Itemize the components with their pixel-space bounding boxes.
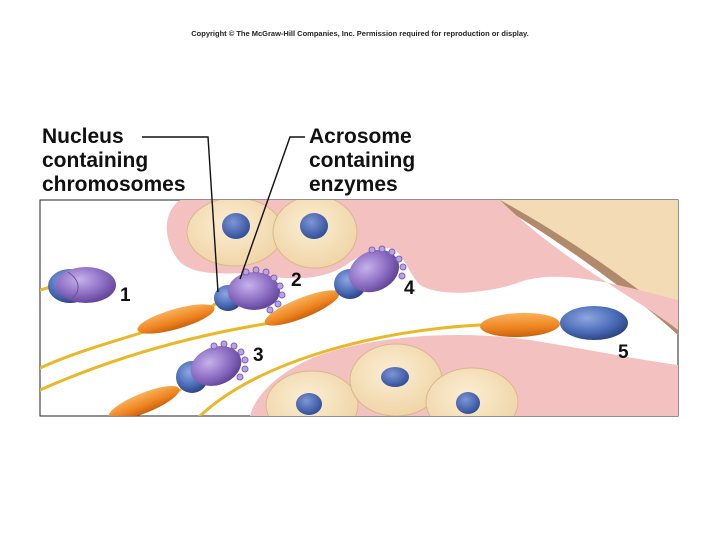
stage-number-1: 1 (120, 285, 131, 306)
nucleus-leader-line (142, 136, 219, 293)
acrosome-label-line: containing (309, 149, 416, 172)
sperm-2-head (214, 266, 286, 314)
sperm-3-head (176, 340, 249, 393)
nucleus-label: Nucleus containing chromosomes (42, 125, 186, 197)
nucleus-label-line: Nucleus (42, 125, 124, 148)
copyright-notice: Copyright © The McGraw-Hill Companies, I… (191, 29, 529, 38)
follicle-cell-nucleus (300, 213, 328, 239)
sperm-1-head (48, 267, 116, 303)
follicle-cell-nucleus (456, 392, 480, 414)
sperm-tail (40, 318, 292, 392)
nucleus-label-line: containing (42, 149, 149, 172)
acrosome-label-line: enzymes (309, 173, 398, 196)
follicle-cell-nucleus (296, 393, 322, 415)
stage-number-5: 5 (618, 342, 629, 363)
nucleus-label-line: chromosomes (42, 173, 186, 196)
sperm-tail (40, 328, 152, 370)
acrosome-label: Acrosome containing enzymes (309, 125, 415, 197)
stage-number-3: 3 (253, 345, 264, 366)
sperm-5-head (560, 306, 628, 340)
follicle-cell-nucleus (222, 213, 250, 239)
stage-number-2: 2 (291, 270, 302, 291)
egg-cytoplasm (500, 200, 678, 322)
sperm-midpiece (108, 290, 560, 416)
stage-number-4: 4 (404, 278, 415, 299)
sperm-4-head (334, 245, 407, 299)
acrosome-label-line: Acrosome (309, 125, 412, 148)
follicle-cell-nucleus (381, 367, 409, 387)
sperm-tail (198, 323, 482, 416)
acrosome-leader-line (239, 136, 305, 280)
follicle-cell (425, 367, 519, 416)
